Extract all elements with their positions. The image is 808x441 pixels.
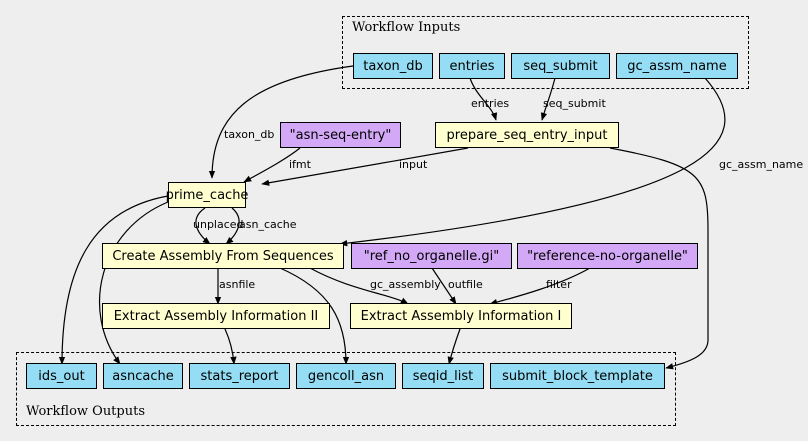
edge-seq-submit-to-prepare xyxy=(540,77,556,121)
edge-entries-to-prepare xyxy=(469,77,498,121)
edge-label-asn-cache: asn_cache xyxy=(239,218,297,231)
step-extract-assembly-info-2[interactable]: Extract Assembly Information II xyxy=(102,303,330,329)
input-seq-submit[interactable]: seq_submit xyxy=(511,53,610,79)
edge-label-taxon-db: taxon_db xyxy=(224,128,275,141)
output-submit-block-template[interactable]: submit_block_template xyxy=(490,363,665,389)
output-stats-report[interactable]: stats_report xyxy=(189,363,290,389)
edge-reference-no-organelle-to-extract-1 xyxy=(489,267,591,306)
literal-asn-seq-entry[interactable]: "asn-seq-entry" xyxy=(280,122,401,148)
input-entries[interactable]: entries xyxy=(439,53,505,79)
output-seqid-list[interactable]: seqid_list xyxy=(402,363,484,389)
edge-label-gc-assembly: gc_assembly xyxy=(370,278,441,291)
edge-asn-seq-entry-to-prime-cache xyxy=(243,147,301,183)
edge-extract-1-to-seqid-list xyxy=(447,328,461,365)
step-create-assembly[interactable]: Create Assembly From Sequences xyxy=(102,243,344,269)
edge-prime-cache-to-asncache xyxy=(98,201,169,365)
edge-prime-cache-to-ids-out xyxy=(58,195,169,365)
output-asncache[interactable]: asncache xyxy=(103,363,183,389)
input-gc-assm-name[interactable]: gc_assm_name xyxy=(616,53,738,79)
edge-label-outfile: outfile xyxy=(448,278,483,291)
input-taxon-db[interactable]: taxon_db xyxy=(353,53,433,79)
edge-gc-assm-name-to-create xyxy=(339,77,726,247)
literal-ref-no-organelle-gi[interactable]: "ref_no_organelle.gi" xyxy=(351,243,512,269)
edge-ref-no-organelle-to-extract-1 xyxy=(431,267,457,305)
output-ids-out[interactable]: ids_out xyxy=(26,363,97,389)
edge-label-input: input xyxy=(399,158,428,171)
edge-label-filter: filter xyxy=(546,278,572,291)
edge-label-entries: entries xyxy=(471,97,510,110)
step-extract-assembly-info-1[interactable]: Extract Assembly Information I xyxy=(350,303,572,329)
workflow-outputs-label: Workflow Outputs xyxy=(26,404,145,419)
edge-create-to-gencoll-asn xyxy=(279,267,350,365)
edge-label-unplaced: unplaced xyxy=(193,218,244,231)
edge-extract-2-to-stats-report xyxy=(224,328,237,365)
workflow-inputs-label: Workflow Inputs xyxy=(352,20,461,35)
step-prepare-seq-entry-input[interactable]: prepare_seq_entry_input xyxy=(435,122,619,148)
edge-label-seq-submit: seq_submit xyxy=(543,97,606,110)
workflow-outputs-cluster xyxy=(16,352,676,426)
edge-prepare-to-submit-block xyxy=(609,147,709,370)
edge-label-ifmt: ifmt xyxy=(289,158,311,171)
edge-taxon-db-to-prime-cache xyxy=(208,65,354,179)
edge-prepare-to-prime-cache xyxy=(261,147,469,186)
literal-reference-no-organelle[interactable]: "reference-no-organelle" xyxy=(517,243,698,269)
workflow-inputs-cluster xyxy=(342,16,749,89)
edge-prime-cache-to-create-unplaced xyxy=(195,207,211,245)
edge-prime-cache-to-create-asn-cache xyxy=(225,207,240,245)
edge-create-to-extract-1 xyxy=(309,267,409,305)
output-gencoll-asn[interactable]: gencoll_asn xyxy=(296,363,396,389)
step-prime-cache[interactable]: prime_cache xyxy=(166,182,248,208)
edge-label-gc-assm-name: gc_assm_name xyxy=(719,158,804,171)
edge-label-asnfile: asnfile xyxy=(219,278,256,291)
